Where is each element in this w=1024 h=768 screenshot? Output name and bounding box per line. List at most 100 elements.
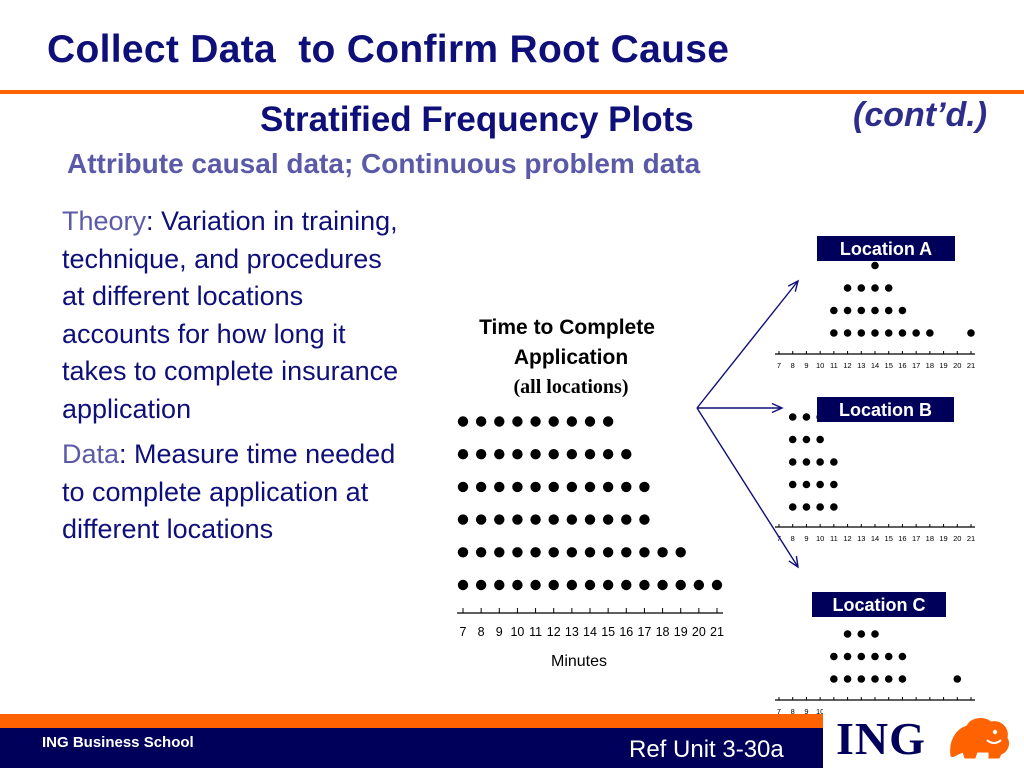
data-label: Data — [62, 439, 120, 469]
x-tick-label: 11 — [830, 534, 838, 543]
x-tick-label: 14 — [871, 534, 879, 543]
data-point — [843, 652, 852, 661]
data-point — [857, 329, 866, 337]
stratification-arrow — [696, 280, 799, 409]
data-point — [912, 329, 920, 337]
data-point — [884, 284, 893, 292]
data-point — [494, 547, 505, 558]
theory-label: Theory — [62, 206, 147, 236]
data-point — [816, 503, 824, 511]
x-tick-label: 19 — [674, 625, 688, 639]
data-point — [457, 481, 469, 493]
x-tick-label: 7 — [777, 707, 781, 716]
x-tick-label: 8 — [791, 361, 795, 370]
data-point — [494, 514, 505, 525]
x-tick-label: 15 — [601, 625, 615, 639]
x-tick-label: 15 — [885, 361, 893, 370]
data-point — [566, 481, 578, 493]
data-point — [457, 547, 469, 558]
data-point — [898, 652, 907, 661]
data-point — [512, 547, 523, 558]
x-tick-label: 15 — [885, 534, 893, 543]
data-point — [830, 306, 838, 315]
data-point — [871, 652, 879, 661]
data-point — [857, 306, 866, 315]
data-point — [843, 306, 852, 315]
data-point — [475, 416, 487, 427]
data-point — [843, 284, 852, 292]
data-point — [830, 675, 838, 683]
data-point — [816, 435, 824, 444]
data-point — [830, 458, 838, 466]
data-point — [512, 449, 523, 460]
data-point — [566, 416, 578, 427]
location-label-box — [812, 592, 946, 617]
x-tick-label: 7 — [777, 361, 781, 370]
x-tick-label: 19 — [939, 361, 947, 370]
data-point — [898, 329, 907, 337]
stratification-arrow — [696, 407, 799, 568]
x-tick-label: 9 — [804, 534, 808, 543]
data-point — [884, 675, 893, 683]
data-point — [602, 416, 614, 427]
x-tick-label: 16 — [898, 361, 906, 370]
data-point — [475, 547, 487, 558]
data-point — [621, 579, 632, 591]
x-tick-label: 21 — [710, 625, 724, 639]
x-tick-label: 8 — [478, 625, 485, 639]
data-point — [530, 547, 541, 558]
main-chart-title-line2: Application — [514, 346, 628, 369]
arrow-head-icon — [771, 402, 784, 414]
x-tick-label: 10 — [510, 625, 524, 639]
data-point — [830, 480, 838, 489]
school-name: ING Business School — [42, 734, 194, 751]
x-tick-label: 14 — [871, 361, 879, 370]
data-point — [584, 481, 596, 493]
data-point — [548, 514, 559, 525]
data-point — [584, 416, 596, 427]
x-tick-label: 9 — [496, 625, 503, 639]
data-point — [871, 284, 879, 292]
data-point — [693, 579, 705, 591]
data-point — [548, 416, 559, 427]
x-tick-label: 8 — [791, 707, 795, 716]
data-point — [621, 481, 632, 493]
x-tick-label: 12 — [843, 534, 851, 543]
data-point — [788, 458, 797, 466]
x-tick-label: 18 — [926, 534, 934, 543]
x-tick-label: 16 — [898, 534, 906, 543]
data-point — [475, 481, 487, 493]
data-text: : Measure time needed to complete applic… — [62, 439, 396, 544]
data-point — [512, 579, 523, 591]
x-tick-label: 19 — [939, 534, 947, 543]
data-point — [898, 306, 907, 315]
data-point — [871, 630, 879, 638]
x-tick-label: 17 — [637, 625, 651, 639]
data-point — [639, 514, 650, 525]
data-point — [566, 449, 578, 460]
slide-subtitle: Stratified Frequency Plots — [260, 100, 694, 139]
arrow-head-icon — [787, 279, 800, 292]
data-point — [830, 503, 838, 511]
data-point — [857, 675, 866, 683]
data-point — [871, 306, 879, 315]
x-tick-label: 20 — [953, 534, 961, 543]
x-tick-label: 11 — [830, 361, 838, 370]
data-point — [512, 481, 523, 493]
data-point — [548, 481, 559, 493]
data-point — [788, 480, 797, 489]
data-point — [566, 514, 578, 525]
data-point — [512, 514, 523, 525]
data-point — [657, 547, 668, 558]
data-point — [512, 416, 523, 427]
data-point — [857, 284, 866, 292]
data-point — [602, 579, 614, 591]
data-point — [898, 675, 907, 683]
arrow-head-icon — [788, 556, 799, 569]
location-label-box — [817, 397, 954, 422]
x-tick-label: 9 — [804, 361, 808, 370]
x-tick-label: 7 — [460, 625, 467, 639]
data-point — [548, 579, 559, 591]
